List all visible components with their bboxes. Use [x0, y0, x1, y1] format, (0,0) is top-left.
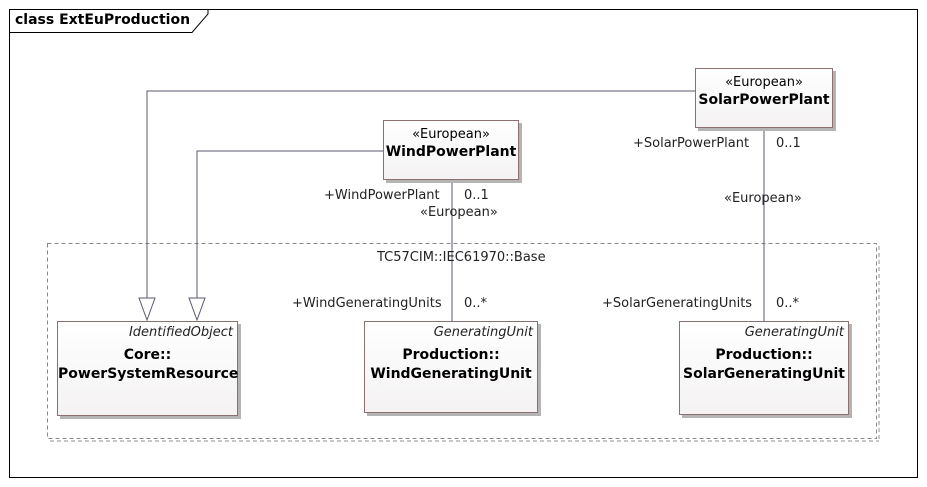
diagram-frame-title: class ExtEuProduction	[15, 12, 191, 28]
generalization-arrowhead-solar	[138, 297, 156, 322]
class-solar-power-plant[interactable]: «European» SolarPowerPlant	[695, 68, 833, 128]
class-namespace: Production::	[402, 347, 500, 363]
class-namespace: Production::	[715, 347, 813, 363]
class-stereotype: «European»	[412, 127, 490, 142]
wind-target-multiplicity: 0..*	[464, 296, 488, 311]
class-name: SolarPowerPlant	[698, 92, 830, 108]
class-parent-name: GeneratingUnit	[433, 325, 533, 340]
class-namespace: Core::	[123, 347, 172, 363]
class-name: WindGeneratingUnit	[370, 366, 532, 382]
package-boundary	[47, 243, 877, 439]
generalization-arrowhead-wind	[188, 297, 206, 322]
generalization-solar-to-psr	[146, 90, 695, 298]
wind-association-stereotype: «European»	[420, 205, 498, 220]
class-name: SolarGeneratingUnit	[683, 366, 845, 382]
solar-source-role: +SolarPowerPlant	[633, 136, 750, 151]
solar-target-multiplicity: 0..*	[776, 296, 800, 311]
class-parent-name: IdentifiedObject	[128, 325, 233, 340]
class-power-system-resource[interactable]: IdentifiedObject Core:: PowerSystemResou…	[57, 321, 238, 416]
solar-target-role: +SolarGeneratingUnits	[602, 296, 753, 311]
class-wind-power-plant[interactable]: «European» WindPowerPlant	[383, 120, 519, 180]
generalization-wind-to-psr	[196, 150, 383, 298]
solar-association-stereotype: «European»	[724, 191, 802, 206]
wind-target-role: +WindGeneratingUnits	[292, 296, 442, 311]
diagram-frame	[9, 9, 918, 478]
class-parent-name: GeneratingUnit	[744, 325, 844, 340]
frame-tab-border	[9, 9, 209, 33]
class-wind-generating-unit[interactable]: GeneratingUnit Production:: WindGenerati…	[364, 321, 538, 413]
class-name: PowerSystemResource	[58, 366, 239, 382]
solar-source-multiplicity: 0..1	[776, 136, 801, 151]
wind-source-multiplicity: 0..1	[464, 188, 489, 203]
package-label: TC57CIM::IEC61970::Base	[377, 250, 546, 265]
wind-source-role: +WindPowerPlant	[324, 188, 440, 203]
class-name: WindPowerPlant	[385, 144, 517, 160]
class-stereotype: «European»	[725, 75, 803, 90]
class-solar-generating-unit[interactable]: GeneratingUnit Production:: SolarGenerat…	[679, 321, 849, 415]
